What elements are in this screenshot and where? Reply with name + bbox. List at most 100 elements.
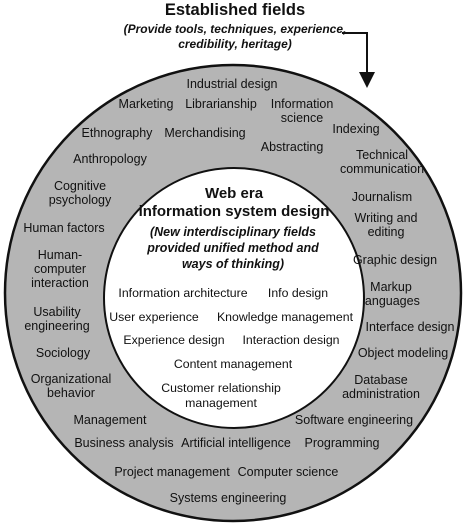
field-librarianship: Librarianship [185, 97, 257, 111]
field-software-engineering: Software engineering [295, 413, 413, 427]
core-field-content-management: Content management [174, 357, 293, 371]
field-graphic-design-line: Graphic design [353, 253, 437, 267]
core-field-experience-design: Experience design [123, 333, 224, 347]
core-field-info-design-line: Info design [268, 286, 328, 300]
field-software-engineering-line: Software engineering [295, 413, 413, 427]
field-management-line: Management [74, 413, 147, 427]
field-writing-and-editing-line: Writing and [355, 211, 418, 225]
field-abstracting: Abstracting [261, 140, 324, 154]
established-fields-subtitle-line1: (Provide tools, techniques, experience, [123, 22, 347, 36]
field-cognitive-psychology-line: Cognitive [54, 179, 106, 193]
field-human-factors: Human factors [23, 221, 104, 235]
field-artificial-intelligence: Artificial intelligence [181, 436, 291, 450]
core-field-experience-design-line: Experience design [123, 333, 224, 347]
web-era-core-circle [103, 167, 365, 429]
pointer-arrow [342, 32, 375, 88]
field-ethnography: Ethnography [82, 126, 154, 140]
field-business-analysis: Business analysis [74, 436, 173, 450]
core-field-knowledge-management-line: Knowledge management [217, 310, 354, 324]
field-organizational-behavior-line: Organizational [31, 372, 112, 386]
field-database-administration-line: administration [342, 387, 420, 401]
field-anthropology: Anthropology [73, 152, 147, 166]
field-organizational-behavior-line: behavior [47, 386, 95, 400]
field-indexing-line: Indexing [332, 122, 379, 136]
field-industrial-design: Industrial design [186, 77, 277, 91]
field-industrial-design-line: Industrial design [186, 77, 277, 91]
core-field-interaction-design-line: Interaction design [242, 333, 339, 347]
field-information-science-line: science [281, 111, 323, 125]
core-field-content-management-line: Content management [174, 357, 293, 371]
field-interface-design-line: Interface design [366, 320, 455, 334]
core-field-customer-relationship-management-line: Customer relationship [161, 381, 281, 395]
core-title-line: Web era [205, 185, 264, 202]
field-usability-engineering-line: engineering [24, 319, 89, 333]
field-human-computer-interaction-line: Human- [38, 248, 82, 262]
core-field-knowledge-management: Knowledge management [217, 310, 354, 324]
field-merchandising-line: Merchandising [164, 126, 245, 140]
field-project-management: Project management [114, 465, 230, 479]
core-subtitle-line: (New interdisciplinary fields [150, 225, 316, 239]
core-field-information-architecture: Information architecture [118, 286, 247, 300]
field-human-computer-interaction-line: interaction [31, 276, 89, 290]
field-artificial-intelligence-line: Artificial intelligence [181, 436, 291, 450]
field-abstracting-line: Abstracting [261, 140, 324, 154]
field-human-computer-interaction-line: computer [34, 262, 86, 276]
field-graphic-design: Graphic design [353, 253, 437, 267]
field-systems-engineering: Systems engineering [170, 491, 287, 505]
field-sociology-line: Sociology [36, 346, 91, 360]
core-field-user-experience: User experience [109, 310, 199, 324]
field-object-modeling: Object modeling [358, 346, 448, 360]
field-computer-science: Computer science [238, 465, 339, 479]
core-title-line: information system design [139, 203, 330, 220]
field-programming-line: Programming [304, 436, 379, 450]
field-indexing: Indexing [332, 122, 379, 136]
field-object-modeling-line: Object modeling [358, 346, 448, 360]
core-field-interaction-design: Interaction design [242, 333, 339, 347]
established-fields-subtitle-line2: credibility, heritage) [178, 37, 292, 51]
field-journalism-line: Journalism [352, 190, 412, 204]
field-marketing-line: Marketing [119, 97, 174, 111]
inner-circle-labels: Information architecture Info designUser … [109, 286, 353, 410]
field-cognitive-psychology-line: psychology [49, 193, 112, 207]
core-field-information-architecture-line: Information architecture [118, 286, 247, 300]
field-programming: Programming [304, 436, 379, 450]
core-subtitle-line: ways of thinking) [182, 257, 284, 271]
field-merchandising: Merchandising [164, 126, 245, 140]
field-marketing: Marketing [119, 97, 174, 111]
field-markup-languages-line: Markup [370, 280, 412, 294]
field-management: Management [74, 413, 147, 427]
field-interface-design: Interface design [366, 320, 455, 334]
field-writing-and-editing-line: editing [368, 225, 405, 239]
core-subtitle-line: provided unified method and [146, 241, 319, 255]
field-information-science-line: Information [271, 97, 334, 111]
field-computer-science-line: Computer science [238, 465, 339, 479]
field-markup-languages-line: languages [362, 294, 420, 308]
core-subtitle: (New interdisciplinary fields provided un… [146, 225, 319, 271]
field-ethnography-line: Ethnography [82, 126, 154, 140]
field-systems-engineering-line: Systems engineering [170, 491, 287, 505]
field-journalism: Journalism [352, 190, 412, 204]
field-sociology: Sociology [36, 346, 91, 360]
field-human-factors-line: Human factors [23, 221, 104, 235]
core-field-customer-relationship-management-line: management [185, 396, 257, 410]
field-project-management-line: Project management [114, 465, 230, 479]
field-database-administration-line: Database [354, 373, 408, 387]
core-field-user-experience-line: User experience [109, 310, 199, 324]
field-technical-communication-line: communication [340, 162, 424, 176]
field-business-analysis-line: Business analysis [74, 436, 173, 450]
